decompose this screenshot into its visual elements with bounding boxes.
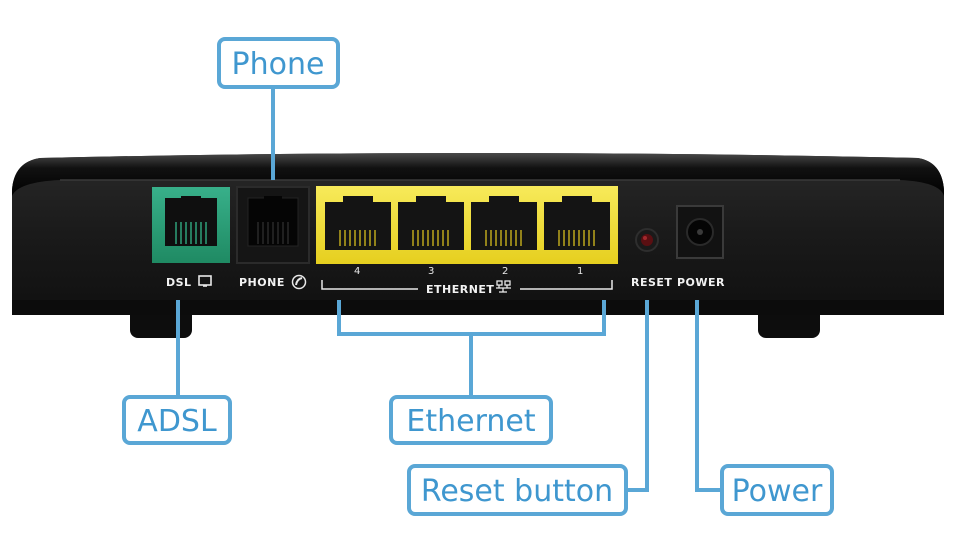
power-callout: Power — [720, 464, 834, 516]
reset-leader-line — [626, 300, 649, 492]
network-icon — [496, 280, 511, 293]
ethernet-port-3 — [398, 196, 464, 250]
ethernet-port-number-2: 2 — [502, 266, 508, 277]
ethernet-port-1 — [544, 196, 610, 250]
reset-port-label: RESET — [631, 276, 672, 289]
dsl-port-label: DSL — [166, 276, 192, 289]
ethernet-port-number-1: 1 — [577, 266, 583, 277]
ethernet-port-label: ETHERNET — [426, 283, 494, 296]
ethernet-port-4 — [325, 196, 391, 250]
dsl-port — [152, 187, 230, 263]
adsl-callout-label: ADSL — [137, 404, 217, 439]
power-port-label: POWER — [677, 276, 725, 289]
ethernet-bracket-right — [520, 280, 613, 290]
ethernet-port-number-3: 3 — [428, 266, 434, 277]
reset-callout-label: Reset button — [421, 474, 613, 509]
ethernet-bracket-left — [321, 280, 418, 290]
phone-port — [236, 186, 310, 264]
power-leader-line — [695, 300, 722, 492]
ethernet-port-number-4: 4 — [354, 266, 360, 277]
power-callout-label: Power — [732, 474, 823, 509]
reset-callout: Reset button — [407, 464, 628, 516]
phone-callout: Phone — [217, 37, 340, 89]
ethernet-callout-label: Ethernet — [406, 404, 535, 439]
reset-button — [635, 228, 659, 252]
dsl-icon — [198, 275, 212, 287]
phone-port-label: PHONE — [239, 276, 285, 289]
adsl-callout: ADSL — [122, 395, 232, 445]
power-jack — [676, 205, 724, 259]
ethernet-port-2 — [471, 196, 537, 250]
ethernet-callout: Ethernet — [389, 395, 553, 445]
phone-callout-label: Phone — [232, 47, 325, 82]
phone-handset-icon — [291, 274, 307, 290]
ethernet-port-block — [316, 186, 618, 264]
